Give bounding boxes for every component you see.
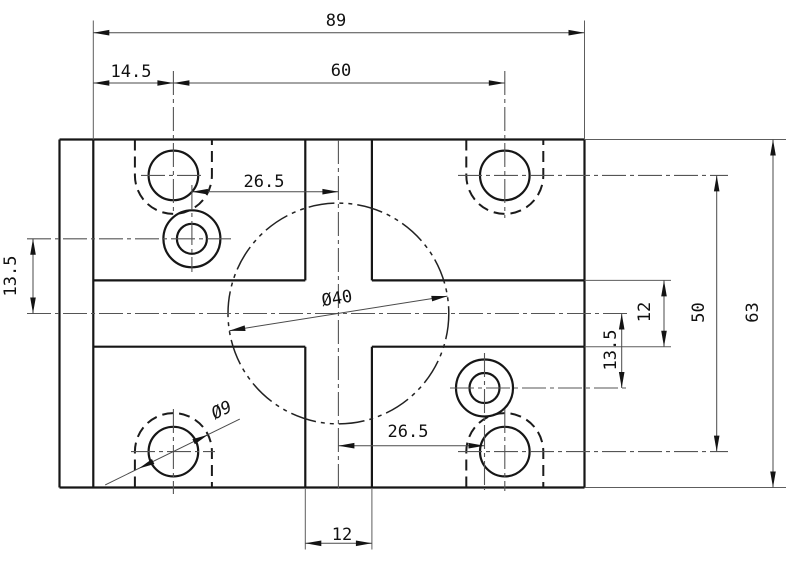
dim-label: Ø40 [320,287,353,312]
cross-slot-edges [93,139,585,488]
extension-lines [92,20,786,550]
dim-label: 26.5 [244,172,285,192]
dim-label: 60 [331,61,351,81]
dimensions: 89 14.5 60 26.5 26.5 [1,11,776,547]
dim-slot-width-bottom: 12 [305,525,372,547]
dim-label: 14.5 [111,62,152,82]
dim-hole-offset-left: 13.5 [1,238,36,314]
dim-hole-diameter: Ø9 [104,397,241,486]
dim-label: 50 [689,302,709,322]
dim-label: 89 [326,11,346,31]
dim-label: 63 [743,302,763,322]
dim-bore-diameter: Ø40 [228,287,448,334]
dim-edge-to-first-hole: 14.5 [93,62,174,86]
dim-overall-width: 89 [93,11,585,36]
dim-hole-offset-right: 13.5 [601,313,625,388]
dim-label: 13.5 [1,256,21,297]
dim-hole-spacing-vertical: 50 [689,175,720,452]
dim-label: 12 [332,525,352,545]
dim-slot-width-right: 12 [635,280,667,347]
dim-overall-height: 63 [743,139,776,488]
dim-label: 26.5 [388,422,429,442]
dim-label: 12 [635,302,655,322]
centerlines [27,71,728,494]
dim-hole-spacing-horizontal: 60 [173,61,505,86]
dim-center-offset-upper: 26.5 [191,172,339,195]
dim-label: Ø9 [208,397,235,424]
dim-label: 13.5 [601,330,621,371]
dim-center-offset-lower: 26.5 [338,422,485,449]
